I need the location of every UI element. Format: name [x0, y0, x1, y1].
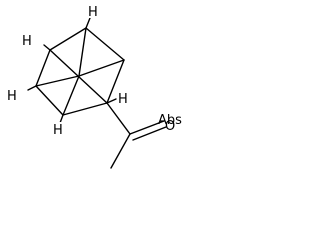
abs-stereo-label: Abs — [158, 113, 182, 128]
bond-top-front — [85, 27, 125, 61]
bond-top-down — [78, 27, 87, 77]
bond-h-center — [106, 98, 117, 104]
bond-left-down — [35, 49, 51, 87]
bond-h-bottom-left — [59, 114, 64, 124]
bond-h-top-left — [43, 44, 51, 51]
cubane-ketone-structure: H H H H H O Abs — [6, 4, 182, 169]
bond-center-right — [78, 59, 125, 77]
bond-bottom-right — [62, 102, 108, 116]
bond-bottom-left — [35, 85, 64, 116]
cubane-cage — [35, 27, 125, 116]
bond-right-vertical — [106, 59, 125, 104]
hydrogen-left-label: H — [7, 89, 17, 104]
hydrogen-top-left-label: H — [22, 34, 32, 49]
bond-h-left — [27, 85, 37, 91]
bond-center-left — [35, 75, 80, 87]
hydrogen-bonds — [27, 17, 117, 124]
hydrogen-top-label: H — [88, 5, 98, 20]
atom-labels: H H H H H O Abs — [6, 4, 182, 138]
bond-h-top — [85, 17, 91, 29]
bond-cage-carbonyl — [106, 102, 131, 135]
oxygen-label: O — [165, 119, 175, 134]
hydrogen-bottom-left-label: H — [53, 123, 63, 138]
bond-top-left — [49, 27, 87, 51]
bond-center-bottom — [62, 75, 80, 116]
acetyl-group — [106, 102, 167, 169]
bond-carbonyl-methyl — [110, 133, 131, 169]
hydrogen-center-label: H — [118, 92, 128, 107]
bond-carbonyl-double-2 — [132, 126, 167, 141]
bond-carbonyl-double-1 — [129, 120, 165, 135]
